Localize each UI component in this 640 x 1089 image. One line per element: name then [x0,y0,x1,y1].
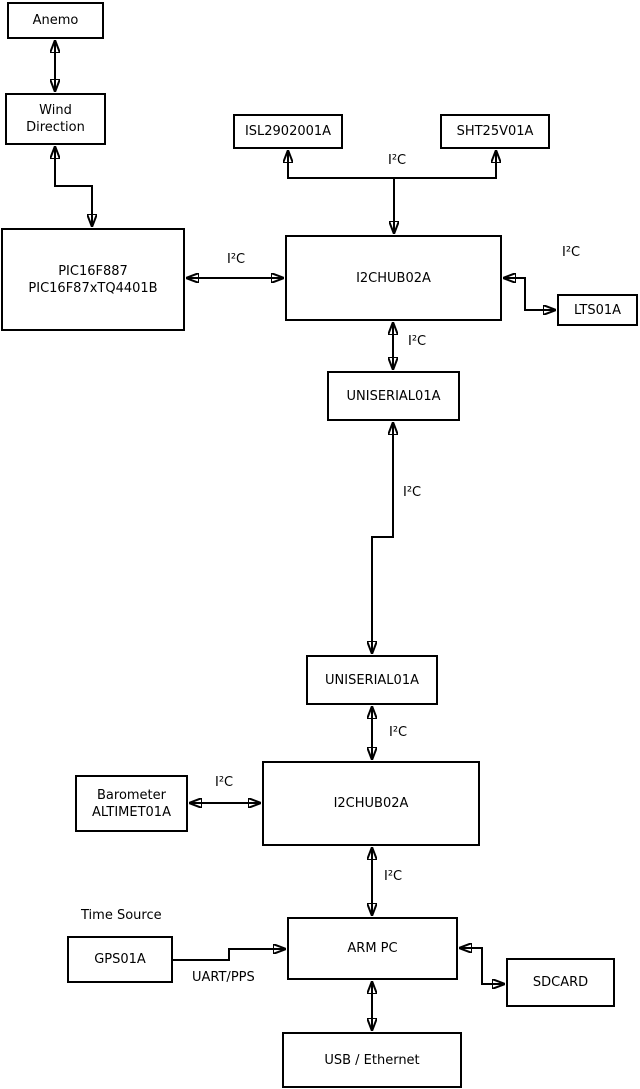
node-usb-ethernet-label: USB / Ethernet [324,1052,420,1068]
node-i2c-hub-top: I2CHUB02A [285,235,502,321]
connector-armpc-sdcard [460,948,504,984]
node-isl-light-sensor: ISL2902001A [233,114,343,149]
node-wind-direction-label: Wind Direction [26,103,85,135]
edge-label-i2c-hub-lts: I²C [562,245,581,260]
edge-label-i2c-backbone: I²C [403,485,422,500]
node-uniserial-bottom-label: UNISERIAL01A [325,672,419,688]
node-wind-direction: Wind Direction [5,93,106,145]
node-pic-microcontroller-label: PIC16F887 PIC16F87xTQ4401B [28,263,158,296]
connector-sensors-branch [288,151,496,179]
edge-label-i2c-sensors: I²C [388,153,407,168]
connector-gps-armpc [173,949,285,961]
edge-label-i2c-uniserial-hub2: I²C [389,725,408,740]
node-anemo: Anemo [7,2,104,39]
node-sht-humidity-sensor-label: SHT25V01A [456,124,534,139]
node-sdcard: SDCARD [506,958,615,1007]
node-lts-sensor: LTS01A [557,294,638,326]
node-uniserial-bottom: UNISERIAL01A [306,655,438,705]
node-arm-pc-label: ARM PC [347,941,398,956]
node-isl-light-sensor-label: ISL2902001A [244,124,332,139]
connector-wind-direction-pic [55,147,92,226]
node-sdcard-label: SDCARD [532,975,589,990]
node-anemo-label: Anemo [32,13,79,28]
node-i2c-hub-bottom: I2CHUB02A [262,761,480,846]
node-arm-pc: ARM PC [287,917,458,980]
node-lts-sensor-label: LTS01A [573,302,622,318]
node-uniserial-top: UNISERIAL01A [327,371,460,421]
node-barometer: Barometer ALTIMET01A [75,775,188,832]
node-gps: GPS01A [67,936,173,983]
connector-i2chub-top-lts [504,278,555,310]
node-sht-humidity-sensor: SHT25V01A [440,114,550,149]
edge-label-i2c-barometer: I²C [215,775,234,790]
node-usb-ethernet: USB / Ethernet [282,1032,462,1088]
node-i2c-hub-bottom-label: I2CHUB02A [333,796,409,811]
connector-uniserial-backbone [372,423,393,653]
edge-label-uart-pps: UART/PPS [192,970,255,985]
edge-label-time-source: Time Source [81,908,162,923]
edge-label-i2c-pic-hub: I²C [227,252,246,267]
edge-label-i2c-hub-uniserial: I²C [408,334,427,349]
node-uniserial-top-label: UNISERIAL01A [346,388,441,404]
node-pic-microcontroller: PIC16F887 PIC16F87xTQ4401B [1,228,185,331]
node-gps-label: GPS01A [94,952,146,967]
node-barometer-label: Barometer ALTIMET01A [92,787,171,820]
edge-label-i2c-hub2-armpc: I²C [384,869,403,884]
node-i2c-hub-top-label: I2CHUB02A [356,270,431,286]
